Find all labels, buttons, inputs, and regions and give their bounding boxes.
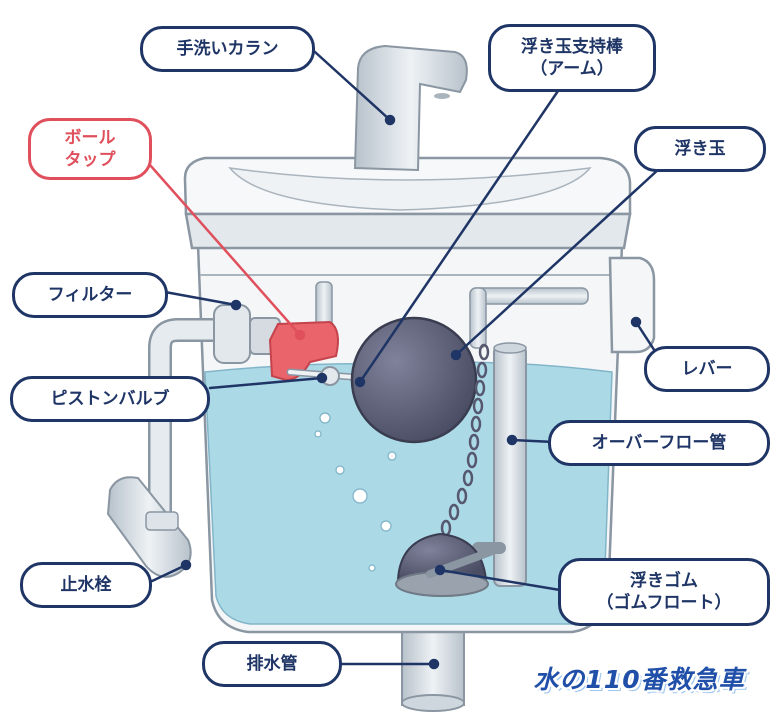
ball-tap-leader — [149, 164, 306, 341]
label-float-ball-text: 浮き玉 — [674, 139, 726, 159]
label-faucet-text: 手洗いカラン — [176, 39, 279, 59]
label-piston-valve-text: ピストンバルブ — [50, 389, 170, 409]
label-lever: レバー — [644, 346, 770, 392]
faucet — [353, 44, 468, 172]
label-rubber-float-line2: （ゴムフロート） — [596, 593, 732, 613]
label-drain-pipe-text: 排水管 — [246, 654, 298, 674]
leader-lines — [148, 50, 664, 670]
label-rubber-float: 浮きゴム （ゴムフロート） — [558, 558, 770, 626]
brand-logo: 水の110番救急車 — [508, 652, 770, 704]
label-rubber-float-line1: 浮きゴム — [630, 571, 698, 591]
label-stop-valve: 止水栓 — [20, 562, 152, 608]
label-ball-tap: ボール タップ — [28, 118, 152, 180]
label-float-arm-line2: （アーム） — [530, 59, 614, 79]
label-faucet: 手洗いカラン — [140, 26, 315, 72]
bubbles — [314, 412, 397, 572]
label-drain-pipe: 排水管 — [202, 641, 342, 687]
label-overflow-pipe-text: オーバーフロー管 — [591, 433, 727, 453]
label-piston-valve: ピストンバルブ — [10, 376, 210, 422]
float-ball — [350, 316, 478, 444]
overflow-pipe — [472, 342, 527, 587]
label-filter: フィルター — [12, 272, 168, 318]
label-filter-text: フィルター — [47, 285, 133, 305]
label-stop-valve-text: 止水栓 — [60, 575, 112, 595]
label-overflow-pipe: オーバーフロー管 — [548, 420, 770, 466]
label-float-arm-line1: 浮き玉支持棒 — [521, 37, 623, 57]
label-lever-text: レバー — [681, 359, 733, 379]
supply-pipe — [106, 318, 248, 578]
label-float-arm: 浮き玉支持棒 （アーム） — [488, 24, 656, 92]
lever — [469, 256, 656, 354]
label-float-ball: 浮き玉 — [634, 126, 766, 172]
label-ball-tap-line1: ボール — [64, 128, 116, 148]
chain — [440, 343, 490, 537]
brand-logo-text: 水の110番救急車 — [533, 665, 745, 694]
tank-lid — [183, 156, 632, 250]
label-ball-tap-line2: タップ — [64, 150, 116, 170]
